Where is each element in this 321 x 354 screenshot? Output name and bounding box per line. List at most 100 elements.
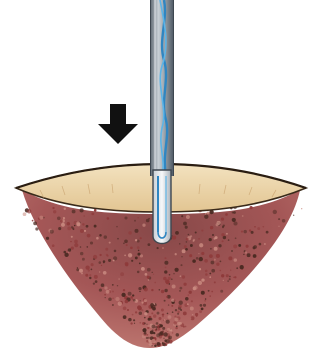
tissue-speckle xyxy=(144,322,146,324)
tissue-speckle xyxy=(114,250,117,253)
tissue-speckle xyxy=(211,261,215,265)
tissue-speckle xyxy=(165,267,167,269)
tissue-speckle xyxy=(144,299,147,302)
tissue-speckle xyxy=(163,338,164,339)
tissue-speckle xyxy=(201,308,204,311)
tissue-speckle xyxy=(106,290,110,294)
tissue-speckle xyxy=(228,256,232,260)
tissue-speckle xyxy=(99,289,102,292)
tissue-speckle xyxy=(180,287,183,290)
tissue-speckle xyxy=(160,334,161,335)
tissue-speckle xyxy=(222,226,224,228)
tissue-speckle xyxy=(162,247,164,249)
tissue-speckle xyxy=(164,339,167,342)
tissue-speckle xyxy=(160,324,163,327)
tissue-speckle xyxy=(113,256,117,260)
tissue-speckle xyxy=(141,309,143,311)
tissue-speckle xyxy=(204,259,208,263)
tissue-speckle xyxy=(167,313,169,315)
tissue-speckle xyxy=(193,239,195,241)
tissue-speckle xyxy=(118,302,122,306)
tissue-speckle xyxy=(99,234,102,237)
tissue-speckle xyxy=(142,224,145,227)
tissue-speckle xyxy=(216,254,220,258)
tissue-speckle xyxy=(185,248,188,251)
tissue-speckle xyxy=(151,289,153,291)
tissue-speckle xyxy=(159,289,161,291)
tissue-speckle xyxy=(215,236,218,239)
tissue-speckle xyxy=(147,268,151,272)
tissue-speckle xyxy=(183,326,185,328)
tissue-speckle xyxy=(80,252,83,255)
tissue-speckle xyxy=(33,222,37,226)
tissue-speckle xyxy=(246,245,249,248)
tissue-speckle xyxy=(177,311,179,313)
tissue-speckle xyxy=(131,260,133,262)
tissue-speckle xyxy=(175,231,179,235)
tissue-speckle xyxy=(183,283,186,286)
tissue-speckle xyxy=(181,256,182,257)
tissue-speckle xyxy=(151,312,153,314)
tissue-speckle xyxy=(125,263,128,266)
tissue-speckle xyxy=(190,235,192,237)
tissue-speckle xyxy=(145,273,148,276)
down-arrow-icon xyxy=(98,104,138,144)
tissue-speckle xyxy=(166,296,168,298)
tissue-speckle xyxy=(120,272,124,276)
tissue-speckle xyxy=(138,250,140,252)
tissue-speckle xyxy=(185,226,188,229)
tissue-speckle xyxy=(243,254,244,255)
tissue-speckle xyxy=(147,334,149,336)
tissue-speckle xyxy=(185,297,189,301)
tissue-speckle xyxy=(161,309,164,312)
tissue-speckle xyxy=(35,227,38,230)
tissue-speckle xyxy=(176,317,177,318)
tissue-speckle xyxy=(182,249,186,253)
tissue-speckle xyxy=(163,332,167,336)
tissue-speckle xyxy=(152,325,156,329)
tissue-speckle xyxy=(242,215,244,217)
tissue-speckle xyxy=(161,290,164,293)
tissue-speckle xyxy=(144,317,146,319)
tissue-speckle xyxy=(32,220,34,222)
tissue-speckle xyxy=(195,231,197,233)
tissue-speckle xyxy=(162,316,164,318)
tissue-speckle xyxy=(205,213,207,215)
tissue-speckle xyxy=(176,326,177,327)
tissue-speckle xyxy=(53,210,56,213)
tissue-speckle xyxy=(123,306,127,310)
tissue-speckle xyxy=(94,275,98,279)
tissue-speckle xyxy=(243,230,246,233)
tissue-speckle xyxy=(188,294,190,296)
tissue-speckle xyxy=(198,281,202,285)
tissue-speckle xyxy=(137,271,140,274)
tissue-speckle xyxy=(189,254,192,257)
tissue-speckle xyxy=(200,304,203,307)
tissue-speckle xyxy=(101,283,105,287)
tissue-speckle xyxy=(135,239,137,241)
tissue-speckle xyxy=(105,297,106,298)
tissue-speckle xyxy=(104,286,107,289)
tissue-speckle xyxy=(164,270,167,273)
tissue-speckle xyxy=(203,304,206,307)
tissue-speckle xyxy=(175,253,177,255)
tissue-speckle xyxy=(88,269,90,271)
tissue-speckle xyxy=(104,294,106,296)
tissue-speckle xyxy=(79,269,83,273)
tissue-speckle xyxy=(177,322,180,325)
tissue-speckle xyxy=(135,256,138,259)
tissue-speckle xyxy=(234,276,236,278)
tissue-speckle xyxy=(74,225,76,227)
tissue-speckle xyxy=(159,329,160,330)
tissue-speckle xyxy=(212,234,214,236)
tissue-speckle xyxy=(253,254,257,258)
tissue-speckle xyxy=(217,221,221,225)
tissue-speckle xyxy=(154,282,156,284)
tissue-speckle xyxy=(233,244,237,248)
tissue-speckle xyxy=(128,231,132,235)
tissue-speckle xyxy=(264,243,266,245)
tissue-speckle xyxy=(240,265,244,269)
tissue-speckle xyxy=(121,293,125,297)
tissue-speckle xyxy=(124,216,127,219)
tissue-speckle xyxy=(116,226,118,228)
